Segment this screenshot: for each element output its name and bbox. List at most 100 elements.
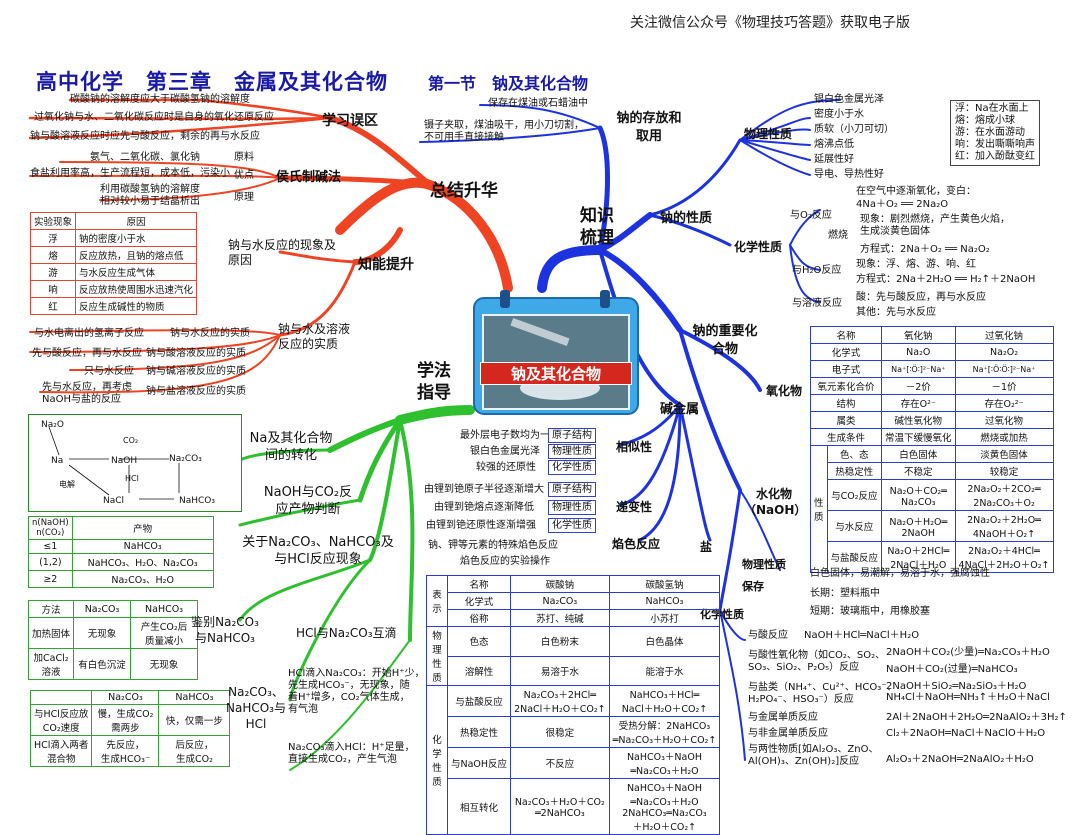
- float-line-2: 熔：熔成小球: [955, 115, 1015, 126]
- conv-nahco3: NaHCO₃: [179, 496, 215, 506]
- node-hydroxide: 水化物（NaOH）: [744, 487, 807, 517]
- solution-right-2: 钠与酸溶液反应的实质: [146, 348, 246, 359]
- gradual-left-1: 由锂到铯原子半径逐渐增大: [424, 484, 544, 495]
- hou-left-1: 氨气、二氧化碳、氯化钠: [90, 152, 200, 163]
- hou-left-2: 食盐利用率高，生产流程短，成本低，污染小: [30, 168, 230, 179]
- flame-1: 钠、钾等元素的特殊焰色反应: [428, 540, 558, 551]
- conv-na: Na: [51, 456, 64, 466]
- node-hou: 侯氏制碱法: [276, 170, 342, 185]
- na-water-table-wrap: 实验现象原因 浮钠的密度小于水 熔反应放热，且钠的熔点低 游与水反应生成气体 响…: [29, 212, 198, 315]
- hou-right-1: 原料: [234, 152, 254, 163]
- hcl-drop-desc-1: HCl滴入Na₂CO₃：开始H⁺少， 先生成HCO₃⁻，无现象，随 着H⁺增多，…: [288, 668, 425, 715]
- phys-5: 延展性好: [814, 154, 854, 165]
- float-line-5: 红：加入酚酞变红: [955, 151, 1035, 162]
- floating-box: 浮：Na在水面上 熔：熔成小球 游：在水面游动 响：发出嘶嘶响声 红：加入酚酞变…: [950, 100, 1040, 166]
- page-title: 高中化学 第三章 金属及其化合物: [36, 70, 388, 94]
- center-card: 钠及其化合物: [470, 288, 642, 418]
- solution-right-3: 钠与碱溶液反应的实质: [146, 366, 246, 377]
- branch-knowledge: 知识梳理: [580, 206, 614, 248]
- naoh-physical: 物理性质: [742, 558, 786, 571]
- node-na2co3-group: Na₂CO₃、NaHCO₃与HCl: [226, 685, 286, 731]
- node-na-solution: 钠与水及溶液反应的实质: [278, 322, 351, 351]
- naoh-r6-right: Al₂O₃＋2NaOH═2NaAlO₂＋H₂O: [886, 754, 1034, 765]
- chem-burn-desc: 现象：剧烈燃烧，产生黄色火焰， 生成淡黄色固体: [860, 214, 1010, 237]
- float-line-4: 响：发出嘶嘶响声: [955, 139, 1035, 150]
- gradual-left-2: 由锂到铯熔点逐渐降低: [434, 502, 534, 513]
- hou-right-3: 原理: [234, 192, 254, 203]
- naoh-r5-right: Cl₂＋2NaOH═NaCl＋NaClO＋H₂O: [886, 728, 1046, 739]
- gradual-right-2: 物理性质: [548, 500, 596, 515]
- center-label: 钠及其化合物: [480, 362, 632, 385]
- chem-h2o-eq: 方程式：2Na＋2H₂O ══ H₂↑＋2NaOH: [856, 274, 1036, 285]
- naoh-r6-left: 与两性物质[如Al₂O₃、ZnO、 Al(OH)₃、Zn(OH)₂]反应: [748, 744, 879, 767]
- calendar-icon: [473, 290, 639, 415]
- na-water-table: 实验现象原因 浮钠的密度小于水 熔反应放热，且钠的熔点低 游与水反应生成气体 响…: [29, 212, 198, 315]
- node-salt: 盐: [700, 540, 713, 554]
- gradual-right-1: 原子结构: [548, 482, 596, 497]
- similar-right-1: 原子结构: [548, 428, 596, 443]
- similar-right-2: 物理性质: [548, 444, 596, 459]
- naoh-physical-desc: 白色固体，易潮解，易溶于水，强腐蚀性: [810, 568, 990, 579]
- chem-o2-eq: 4Na＋O₂ ══ 2Na₂O: [856, 199, 949, 210]
- conversion-arrows: [48, 426, 180, 500]
- hou-right-2: 优点: [234, 170, 254, 181]
- wechat-note: 关注微信公众号《物理技巧答题》获取电子版: [630, 15, 910, 31]
- node-naoh-co2: NaOH与CO₂反应产物判断: [263, 485, 353, 517]
- similar-left-3: 较强的还原性: [476, 462, 536, 473]
- section-title: 第一节 钠及其化合物: [428, 74, 589, 93]
- node-flame: 焰色反应: [612, 537, 661, 551]
- node-gradual: 递变性: [616, 500, 653, 514]
- phys-6: 导电、导热性好: [814, 169, 884, 180]
- node-mistakes: 学习误区: [322, 113, 378, 129]
- naoh-r3-right: NH₄Cl＋NaOH═NH₃↑＋H₂O＋NaCl: [886, 692, 1050, 703]
- conv-na2o: Na₂O: [41, 420, 64, 430]
- naoh-r2-left: 与酸性氧化物（如CO₂、SO₂、 SO₃、SiO₂、P₂O₅）反应: [748, 650, 886, 673]
- node-hcl-drop: HCl与Na₂CO₃互滴: [296, 626, 397, 640]
- chem-h2o-phenom: 现象：浮、熔、游、响、红: [856, 259, 976, 270]
- node-ability: 知能提升: [358, 257, 414, 273]
- node-chemical: 化学性质: [734, 240, 783, 254]
- storage-1: 保存在煤油或石蜡油中: [488, 98, 588, 109]
- conv-na2co3: Na₂CO₃: [169, 454, 202, 464]
- phys-3: 质软（小刀可切）: [814, 124, 894, 135]
- mindmap-branches: [28, 98, 841, 771]
- phys-4: 熔沸点低: [814, 139, 854, 150]
- chem-o2-normal: 在空气中逐渐氧化，变白：: [856, 186, 976, 197]
- node-na-water: 钠与水反应的现象及原因: [228, 238, 337, 267]
- chem-o2: 与O₂反应: [790, 210, 832, 221]
- solution-left-3: 只与水反应: [84, 366, 134, 377]
- node-na-conv: Na及其化合物间的转化: [249, 431, 333, 463]
- similar-right-3: 化学性质: [548, 460, 596, 475]
- naoh-r4-left: 与金属单质反应: [748, 712, 818, 723]
- chem-h2o: 与H₂O反应: [792, 265, 842, 276]
- chem-sol: 与溶液反应: [792, 298, 842, 309]
- node-storage: 钠的存放和取用: [616, 111, 682, 144]
- branch-summary: 总结升华: [430, 181, 498, 201]
- naoh-r4-right: 2Al＋2NaOH＋2H₂O═2NaAlO₂＋3H₂↑: [886, 712, 1067, 723]
- chem-sol-other: 其他：先与水反应: [856, 307, 936, 318]
- solution-right-1: 钠与水反应的实质: [170, 328, 250, 339]
- naoh-r1-right: NaOH＋HCl═NaCl＋H₂O: [804, 630, 920, 641]
- branch-method: 学法指导: [417, 361, 451, 403]
- naoh-r5-left: 与非金属单质反应: [748, 728, 828, 739]
- node-na-prop: 钠的性质: [660, 211, 713, 226]
- naoh-storage: 保存: [742, 580, 764, 593]
- solution-left-4: 先与水反应，再考虑 NaOH与盐的反应: [42, 382, 132, 405]
- conversion-diagram: Na₂O Na₂CO₃ Na NaOH NaCl NaHCO₃ 电解 CO₂ H…: [28, 414, 242, 512]
- conv-nacl: NaCl: [103, 496, 125, 506]
- storage-2: 镊子夹取，煤油吸干，用小刀切割， 不可用手直接接触: [424, 120, 584, 143]
- naoh-storage-short: 短期：玻璃瓶中，用橡胶塞: [810, 606, 930, 617]
- mistake-3: 钠与酸溶液反应时应先与酸反应，剩余的再与水反应: [30, 131, 260, 142]
- conv-co2: CO₂: [123, 436, 139, 445]
- conv-electrolysis: 电解: [59, 480, 75, 489]
- chem-burn-eq: 方程式：2Na＋O₂ ══ Na₂O₂: [860, 244, 990, 255]
- similar-left-2: 银白色金属光泽: [470, 446, 540, 457]
- hou-left-3: 利用碳酸氢钠的溶解度 相对较小易于结晶析出: [100, 184, 200, 207]
